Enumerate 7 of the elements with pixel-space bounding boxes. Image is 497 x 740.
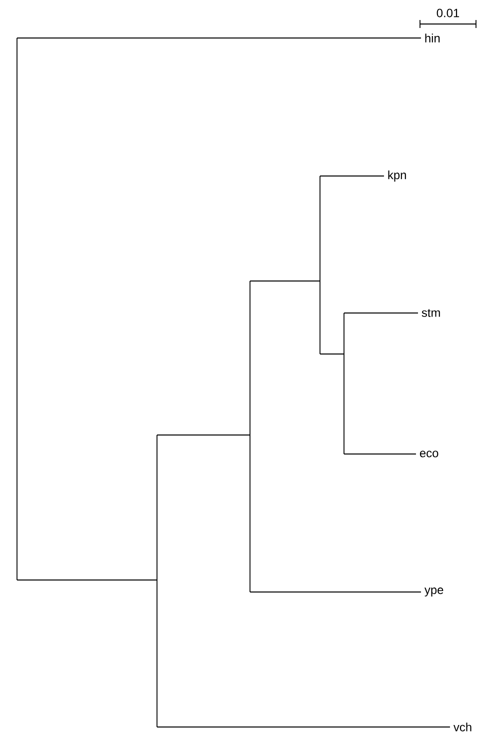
scale-label: 0.01: [436, 8, 460, 18]
taxon-label: kpn: [388, 170, 406, 182]
taxon-label: hin: [425, 34, 440, 42]
taxon-label: eco: [420, 450, 438, 458]
taxon-label: vch: [454, 722, 472, 732]
taxon-label: ype: [424, 588, 444, 596]
taxon-label: stm: [422, 309, 440, 317]
